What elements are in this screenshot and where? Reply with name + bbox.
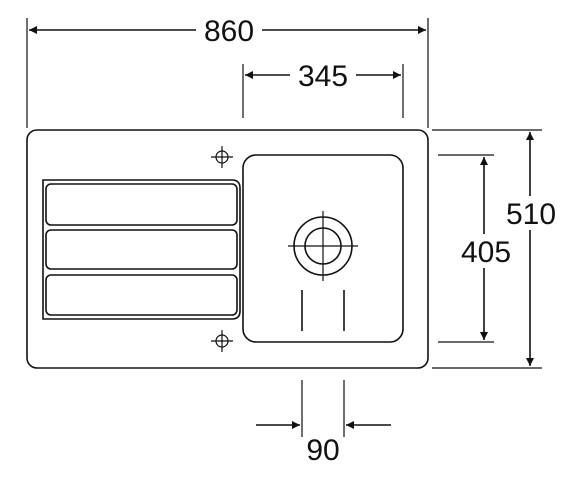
overall-width-label: 860: [204, 15, 254, 48]
tap-hole-marker-icon: [211, 330, 233, 352]
drainer-area: [42, 179, 241, 320]
bowl-depth-dimension: 405: [438, 154, 516, 343]
drainer-groove-1: [45, 183, 238, 226]
overall-depth-dimension: 510: [432, 129, 560, 369]
drainer-groove-3: [45, 274, 238, 316]
overall-depth-label: 510: [506, 198, 556, 231]
drainer-outline: [42, 179, 241, 320]
sink-body: [26, 129, 429, 369]
tap-hole-marker-icon: [211, 146, 233, 168]
sink-outline: [26, 129, 429, 369]
drain-icon: [288, 211, 358, 281]
bowl-width-dimension: 345: [242, 60, 404, 118]
bowl-width-label: 345: [298, 60, 348, 93]
bowl-depth-label: 405: [461, 236, 511, 269]
drain-spacing-dimension: 90: [256, 380, 391, 467]
drainer-groove-2: [45, 229, 238, 270]
drain-spacing-label: 90: [306, 434, 339, 467]
overall-width-dimension: 860: [26, 15, 429, 128]
bowl-outline: [242, 154, 404, 343]
